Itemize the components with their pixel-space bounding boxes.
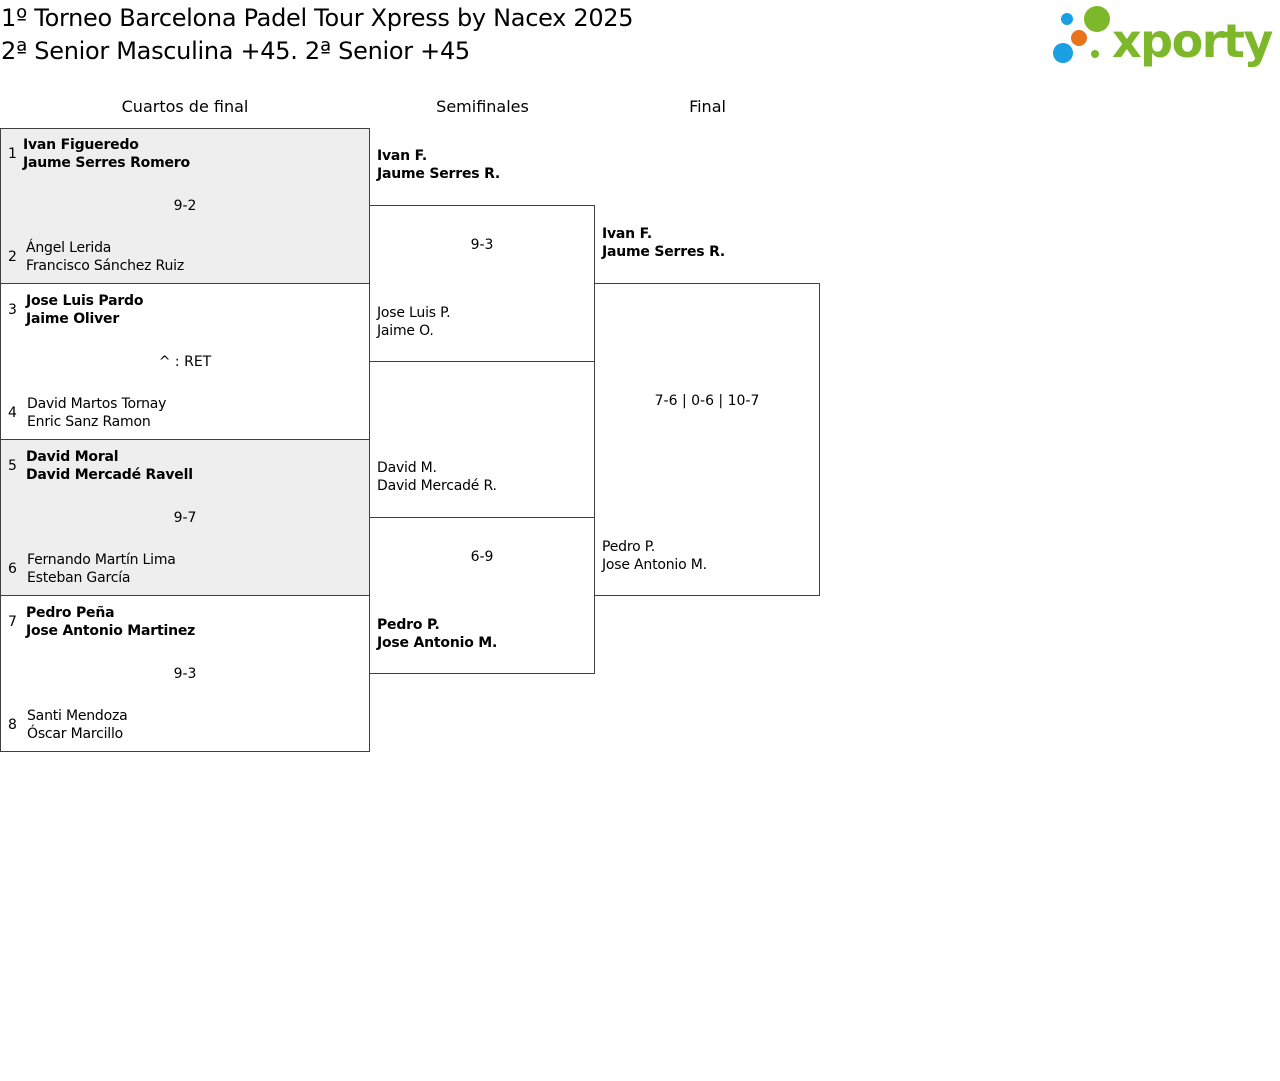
player-name: Esteban García: [27, 570, 131, 586]
player-name: Jaume Serres R.: [602, 244, 726, 260]
team-qf2-b[interactable]: David Martos Tornay Enric Sanz Ramon: [27, 395, 166, 431]
player-name: Jose Luis P.: [377, 305, 451, 321]
match-score: 6-9: [470, 549, 494, 565]
match-qf-3: 5 David Moral David Mercadé Ravell 9-7 6…: [0, 439, 370, 596]
player-name: Jose Antonio M.: [377, 635, 498, 651]
team-sf1-b[interactable]: Jose Luis P. Jaime O.: [377, 304, 451, 340]
player-name: Santi Mendoza: [27, 708, 128, 724]
logo-text: xporty: [1112, 14, 1273, 68]
team-qf3-a[interactable]: David Moral David Mercadé Ravell: [26, 448, 193, 484]
team-final-b[interactable]: Pedro P. Jose Antonio M.: [602, 538, 707, 574]
team-sf1-a[interactable]: Ivan F. Jaume Serres R.: [377, 147, 500, 183]
seed-number: 3: [8, 302, 17, 318]
team-qf2-a[interactable]: Jose Luis Pardo Jaime Oliver: [26, 292, 144, 328]
match-score: 9-7: [173, 510, 197, 526]
xporty-logo[interactable]: xporty: [1050, 2, 1278, 68]
match-qf-1: 1 Ivan Figueredo Jaume Serres Romero 9-2…: [0, 128, 370, 284]
xporty-logo-graphic: xporty: [1053, 6, 1275, 68]
seed-number: 8: [8, 717, 17, 733]
player-name: David M.: [377, 460, 437, 476]
match-score: 9-3: [173, 666, 197, 682]
player-name: Pedro Peña: [26, 605, 115, 621]
tournament-title: 1º Torneo Barcelona Padel Tour Xpress by…: [1, 4, 634, 32]
match-sf-2: 6-9 Pedro P. Jose Antonio M.: [369, 517, 595, 674]
player-name: Óscar Marcillo: [27, 726, 124, 742]
player-name: David Moral: [26, 449, 119, 465]
seed-number: 4: [8, 405, 17, 421]
category-title: 2ª Senior Masculina +45. 2ª Senior +45: [1, 37, 470, 65]
player-name: Enric Sanz Ramon: [27, 414, 151, 430]
player-name: Ivan F.: [377, 148, 428, 164]
player-name: David Mercadé R.: [377, 478, 497, 494]
team-qf3-b[interactable]: Fernando Martín Lima Esteban García: [27, 551, 176, 587]
player-name: Jose Antonio Martinez: [26, 623, 196, 639]
player-name: Jaime Oliver: [26, 311, 120, 327]
team-final-a[interactable]: Ivan F. Jaume Serres R.: [602, 225, 725, 261]
round-header-final: Final: [689, 97, 726, 116]
match-qf-2: 3 Jose Luis Pardo Jaime Oliver ^ : RET 4…: [0, 283, 370, 440]
team-qf4-b[interactable]: Santi Mendoza Óscar Marcillo: [27, 707, 128, 743]
team-sf2-b[interactable]: Pedro P. Jose Antonio M.: [377, 616, 497, 652]
match-score: 9-2: [173, 198, 197, 214]
match-qf-4: 7 Pedro Peña Jose Antonio Martinez 9-3 8…: [0, 595, 370, 752]
player-name: Jaume Serres Romero: [23, 155, 190, 171]
round-header-quarterfinals: Cuartos de final: [121, 97, 249, 116]
team-qf4-a[interactable]: Pedro Peña Jose Antonio Martinez: [26, 604, 195, 640]
seed-number: 5: [8, 458, 17, 474]
round-header-semifinals: Semifinales: [436, 97, 529, 116]
seed-number: 7: [8, 614, 17, 630]
match-score: 9-3: [470, 237, 494, 253]
player-name: Jose Luis Pardo: [26, 293, 144, 309]
seed-number: 1: [8, 146, 17, 162]
team-qf1-a[interactable]: Ivan Figueredo Jaume Serres Romero: [23, 136, 190, 172]
player-name: Ivan Figueredo: [23, 137, 139, 153]
player-name: Pedro P.: [377, 617, 440, 633]
team-qf1-b[interactable]: Ángel Lerida Francisco Sánchez Ruiz: [26, 239, 184, 275]
team-sf2-a[interactable]: David M. David Mercadé R.: [377, 459, 497, 495]
player-name: Ivan F.: [602, 226, 653, 242]
player-name: Jaume Serres R.: [377, 166, 501, 182]
seed-number: 6: [8, 561, 17, 577]
player-name: Fernando Martín Lima: [27, 552, 176, 568]
player-name: Jose Antonio M.: [602, 557, 707, 573]
player-name: Jaime O.: [377, 323, 434, 339]
player-name: David Martos Tornay: [27, 396, 167, 412]
match-score: 7-6 | 0-6 | 10-7: [654, 393, 760, 409]
player-name: David Mercadé Ravell: [26, 467, 193, 483]
player-name: Francisco Sánchez Ruiz: [26, 258, 184, 274]
match-sf-1: 9-3 Jose Luis P. Jaime O.: [369, 205, 595, 362]
match-final: 7-6 | 0-6 | 10-7 Pedro P. Jose Antonio M…: [594, 283, 820, 596]
seed-number: 2: [8, 249, 17, 265]
player-name: Pedro P.: [602, 539, 656, 555]
match-score: ^ : RET: [158, 354, 212, 370]
player-name: Ángel Lerida: [26, 240, 112, 256]
